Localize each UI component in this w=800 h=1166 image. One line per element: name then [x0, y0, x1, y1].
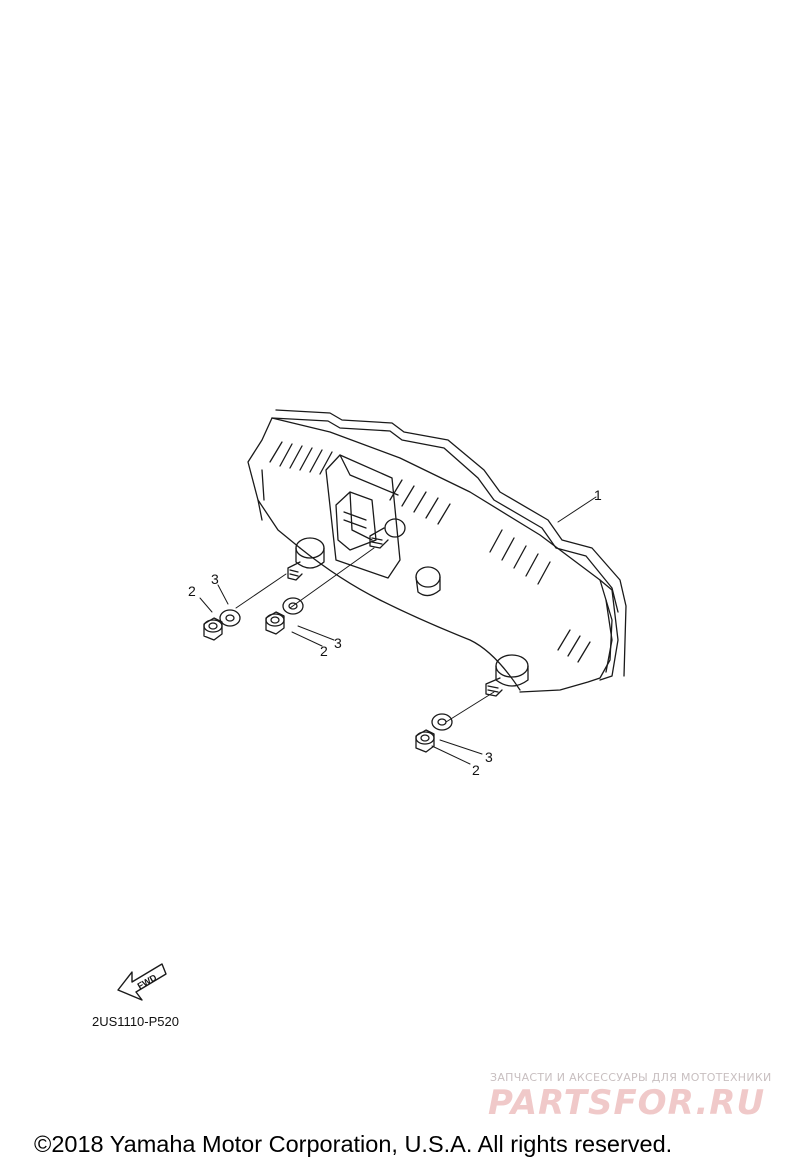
callout-3-left: 3 — [211, 571, 219, 587]
callout-3-bottom: 3 — [485, 749, 493, 765]
watermark-logo: PARTSFOR.RU — [488, 1083, 766, 1123]
callout-2-left: 2 — [188, 583, 196, 599]
washer-bottom — [431, 713, 453, 731]
flange-nut-bottom — [415, 729, 435, 753]
callout-2-bottom: 2 — [472, 762, 480, 778]
callout-2-middle: 2 — [320, 643, 328, 659]
fwd-label: FWD — [136, 972, 159, 991]
washer-middle — [282, 597, 304, 615]
callout-3-middle: 3 — [334, 635, 342, 651]
copyright-notice: ©2018 Yamaha Motor Corporation, U.S.A. A… — [34, 1131, 673, 1157]
meter-assembly — [247, 409, 627, 697]
flange-nut-middle — [265, 611, 285, 635]
flange-nut-left — [203, 617, 223, 641]
fwd-arrow-icon — [117, 963, 167, 1001]
diagram-reference-code: 2US1110-P520 — [92, 1014, 179, 1029]
watermark-tagline: ЗАПЧАСТИ И АКСЕССУАРЫ ДЛЯ МОТОТЕХНИКИ — [490, 1071, 772, 1084]
washer-left — [219, 609, 241, 627]
callout-1: 1 — [594, 487, 602, 503]
